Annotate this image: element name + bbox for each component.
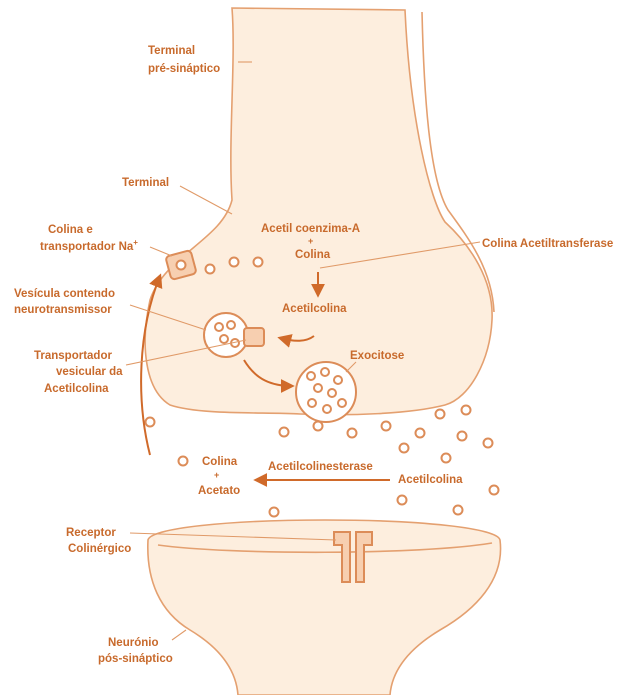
label-transportador-3: Acetilcolina xyxy=(44,383,109,395)
vesicle-molecule xyxy=(215,323,223,331)
choline-molecule xyxy=(206,265,215,274)
label-acetilcolinesterase: Acetilcolinesterase xyxy=(268,461,373,473)
choline-molecule xyxy=(177,261,186,270)
label-acetil-coa: Acetil coenzima-A xyxy=(261,223,360,235)
acetylcholine-molecule xyxy=(416,429,425,438)
vesicular-transporter xyxy=(244,328,264,346)
label-terminal: Terminal xyxy=(122,177,169,189)
choline-molecule xyxy=(230,258,239,267)
acetylcholine-molecule xyxy=(398,496,407,505)
vesicle-molecule xyxy=(323,405,331,413)
label-colina-top: Colina xyxy=(295,249,331,261)
vesicle-molecule xyxy=(321,368,329,376)
label-exocitose: Exocitose xyxy=(350,350,404,362)
vesicle-molecule xyxy=(328,389,336,397)
acetylcholine-molecule xyxy=(314,422,323,431)
label-neuronio-2: pós-sináptico xyxy=(98,653,173,665)
leader-neuronio xyxy=(172,630,186,640)
label-colina-transportador-2: transportador Na+ xyxy=(40,238,138,253)
label-vesicula-2: neurotransmissor xyxy=(14,304,112,316)
acetylcholine-molecule xyxy=(442,454,451,463)
label-terminal-pre-2: pré-sináptico xyxy=(148,63,220,75)
acetylcholine-molecule xyxy=(462,406,471,415)
label-vesicula-1: Vesícula contendo xyxy=(14,288,115,300)
leader-colina-transportador xyxy=(150,247,172,256)
vesicle-molecule xyxy=(220,335,228,343)
label-receptor-2: Colinérgico xyxy=(68,543,131,555)
choline-molecule xyxy=(179,457,188,466)
label-colina-bottom: Colina xyxy=(202,456,238,468)
acetylcholine-molecule xyxy=(484,439,493,448)
acetylcholine-molecule xyxy=(436,410,445,419)
acetylcholine-molecule xyxy=(280,428,289,437)
label-transportador-2: vesicular da xyxy=(56,366,123,378)
label-colina-acetiltransferase: Colina Acetiltransferase xyxy=(482,238,613,250)
label-transportador-1: Transportador xyxy=(34,350,112,362)
acetylcholine-molecule xyxy=(400,444,409,453)
label-acetilcolina-right: Acetilcolina xyxy=(398,474,463,486)
vesicle-molecule xyxy=(308,399,316,407)
acetylcholine-molecule xyxy=(382,422,391,431)
acetylcholine-molecule xyxy=(490,486,499,495)
label-neuronio-1: Neurónio xyxy=(108,637,158,649)
label-receptor-1: Receptor xyxy=(66,527,116,539)
choline-molecule xyxy=(254,258,263,267)
vesicle-molecule xyxy=(338,399,346,407)
vesicle-molecule xyxy=(334,376,342,384)
leader-terminal xyxy=(180,186,232,214)
acetylcholine-molecule xyxy=(458,432,467,441)
acetylcholine-molecule xyxy=(270,508,279,517)
label-acetilcolina-mid: Acetilcolina xyxy=(282,303,347,315)
label-plus-top: + xyxy=(308,236,313,246)
label-acetato: Acetato xyxy=(198,485,240,497)
vesicle-molecule xyxy=(314,384,322,392)
acetylcholine-molecule xyxy=(454,506,463,515)
label-plus-bottom: + xyxy=(214,470,219,480)
vesicle-molecule xyxy=(307,372,315,380)
label-terminal-pre-1: Terminal xyxy=(148,45,195,57)
acetylcholine-molecule xyxy=(348,429,357,438)
postsynaptic-neuron xyxy=(148,520,501,695)
choline-molecule xyxy=(146,418,155,427)
label-colina-transportador-1: Colina e xyxy=(48,224,93,236)
vesicle-molecule xyxy=(227,321,235,329)
